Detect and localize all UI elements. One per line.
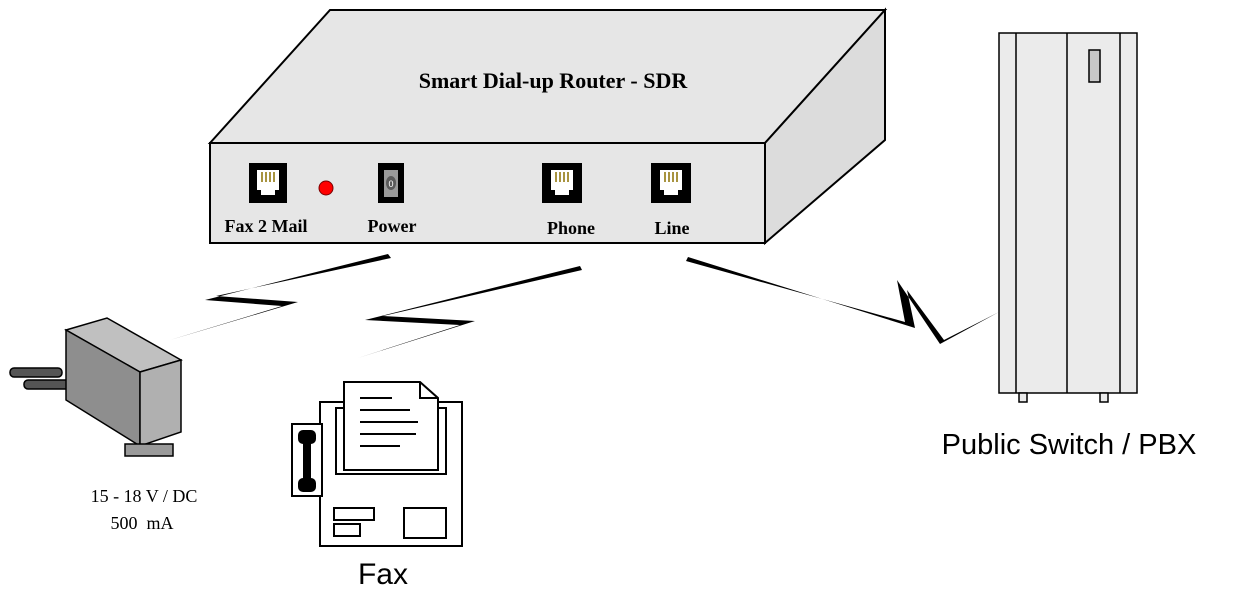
phone-port[interactable] bbox=[542, 163, 582, 203]
line-label: Line bbox=[654, 218, 689, 238]
phone-label: Phone bbox=[547, 218, 595, 238]
fax2mail-label: Fax 2 Mail bbox=[225, 216, 308, 236]
power-label: Power bbox=[368, 216, 417, 236]
adapter-voltage-label: 15 - 18 V / DC bbox=[91, 486, 198, 506]
line-port[interactable] bbox=[651, 163, 691, 203]
connection-bolt-fax bbox=[358, 266, 582, 358]
router-device: Smart Dial-up Router - SDR 0 bbox=[207, 7, 888, 246]
fax-paper bbox=[343, 381, 439, 471]
fax-handset bbox=[298, 430, 316, 492]
fax-label: Fax bbox=[358, 558, 408, 591]
power-switch-label: 0 bbox=[388, 179, 393, 189]
power-adapter bbox=[9, 317, 183, 457]
fax-machine bbox=[291, 381, 463, 547]
connection-bolt-power bbox=[170, 254, 391, 340]
power-switch[interactable]: 0 bbox=[378, 163, 404, 203]
power-led bbox=[318, 180, 334, 196]
adapter-current-label: 500 mA bbox=[111, 513, 174, 533]
router-title: Smart Dial-up Router - SDR bbox=[419, 68, 689, 93]
fax2mail-port[interactable] bbox=[249, 163, 287, 203]
pbx-indicator bbox=[1088, 49, 1101, 83]
pbx-cabinet bbox=[998, 32, 1138, 403]
pbx-label: Public Switch / PBX bbox=[942, 429, 1197, 461]
connection-bolt-line bbox=[686, 257, 999, 344]
